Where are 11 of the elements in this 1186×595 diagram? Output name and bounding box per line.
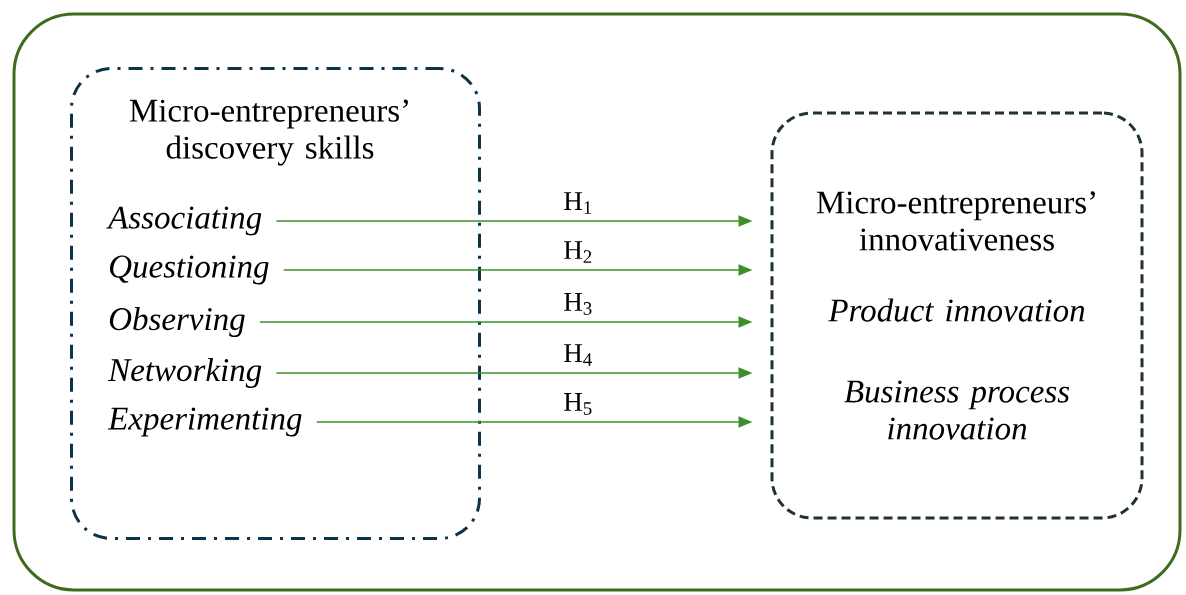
item-label: Questioning xyxy=(110,255,269,285)
edge-label: H$_{4}$ xyxy=(564,344,592,366)
edge-label: H$_{3}$ xyxy=(564,293,592,315)
edge-label: H$_{2}$ xyxy=(564,241,592,263)
item-label: Experimenting xyxy=(107,407,302,437)
edge-label: H$_{1}$ xyxy=(564,192,592,214)
edge-label: H$_{5}$ xyxy=(564,393,592,415)
item-label: Networking xyxy=(107,358,262,388)
dashed-box: Micro-entrepreneurs’ innovativeness Product innovation Business process innovation xyxy=(770,111,1144,520)
item-label: Associating xyxy=(106,206,262,236)
item-label: Observing xyxy=(109,307,245,337)
